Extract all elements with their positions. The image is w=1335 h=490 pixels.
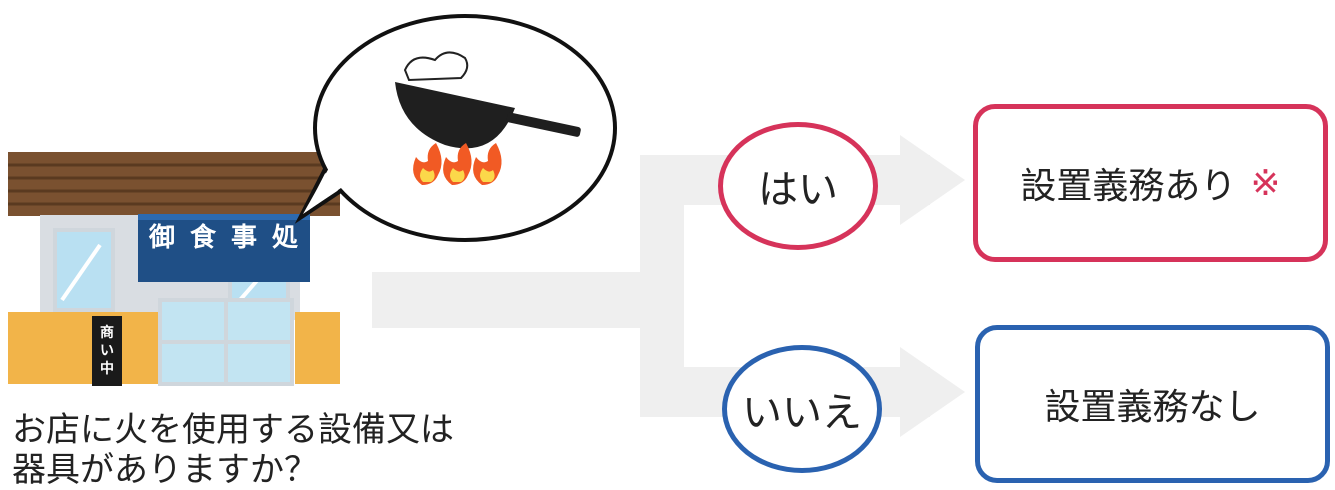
facade-left: [8, 312, 158, 384]
answer-no-circle: いいえ: [722, 345, 882, 473]
facade-right: [295, 312, 340, 384]
open-sign-char: い: [100, 343, 114, 359]
result-yes-text: 設置義務あり: [1020, 166, 1237, 207]
result-yes-box: 設置義務あり ※: [973, 104, 1328, 262]
answer-yes-circle: はい: [718, 122, 878, 250]
note-mark: ※: [1250, 162, 1281, 204]
noren-char: 処: [271, 223, 298, 253]
open-sign-char: 中: [100, 361, 114, 377]
wok-icon: [395, 51, 581, 149]
answer-yes-label: はい: [758, 167, 838, 213]
answer-no-label: いいえ: [742, 390, 862, 436]
question-text: お店に火を使用する設備又は 器具がありますか？: [12, 410, 482, 490]
noren-char: 食: [189, 223, 216, 253]
fire-icon: [413, 143, 502, 185]
result-no-text: 設置義務なし: [1044, 387, 1261, 428]
noren-char: 事: [230, 223, 257, 253]
noren-curtain: [138, 214, 310, 282]
open-sign: 商 い 中: [92, 316, 122, 386]
restaurant-building: [8, 152, 340, 386]
roof: [8, 152, 340, 216]
noren-char: 御: [148, 223, 175, 253]
arrow-head-yes: [900, 135, 965, 225]
question-line-1: お店に火を使用する設備又は: [12, 410, 454, 450]
open-sign-char: 商: [100, 325, 114, 341]
question-line-2: 器具がありますか？: [12, 450, 318, 490]
arrow-head-no: [900, 347, 965, 437]
main-arrow-trunk: [372, 272, 682, 328]
result-no-box: 設置義務なし: [975, 325, 1330, 483]
